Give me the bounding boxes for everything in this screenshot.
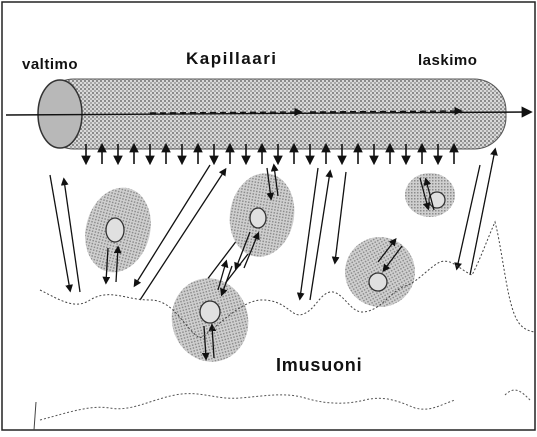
artery-label: valtimo [22,56,78,73]
vein-label: laskimo [418,52,477,69]
lymph-vessel-label: Imusuoni [276,355,362,376]
lymph-vessel-right-edge [505,390,530,400]
tissue-cell [405,173,455,217]
lymph-vessel-lower-outline [40,394,455,420]
tissue-cell [162,262,257,370]
capillary-label: Kapillaari [186,49,278,69]
tissue-cell [223,166,301,268]
tissue-cell [76,180,160,282]
lymph-vessel-left-edge [34,402,36,430]
